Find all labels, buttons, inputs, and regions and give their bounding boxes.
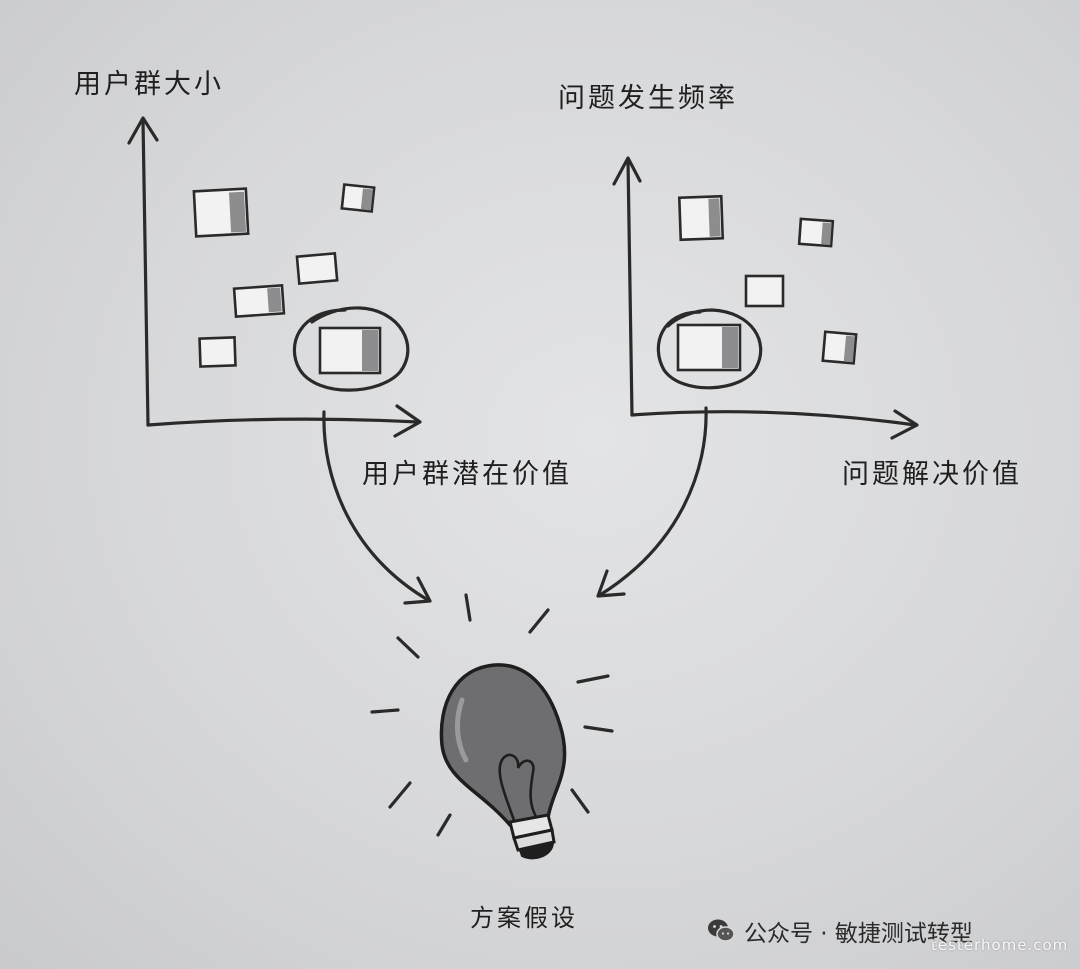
result-label: 方案假设 — [470, 904, 578, 932]
left-data-square — [198, 336, 237, 368]
left-data-square — [295, 251, 339, 286]
watermark-site: testerhome.com — [931, 936, 1069, 954]
left-y-axis-arrowhead — [127, 116, 159, 145]
right-x-axis-arrowhead — [890, 409, 919, 440]
left-chart — [127, 116, 422, 438]
left-data-square — [192, 187, 250, 238]
lightbulb-icon — [370, 593, 614, 860]
left-x-axis-label: 用户群潜在价值 — [362, 459, 572, 490]
right-y-axis — [626, 158, 634, 417]
lightbulb-glow-rays — [370, 593, 614, 837]
right-data-square — [821, 330, 858, 365]
right-to-bulb-arrowhead — [596, 569, 626, 598]
lightbulb-base — [508, 813, 556, 860]
left-y-axis — [141, 118, 150, 427]
lightbulb-filament — [498, 753, 540, 825]
left-highlight-circle — [292, 306, 410, 392]
right-data-square — [797, 217, 835, 248]
right-x-axis-label: 问题解决价值 — [842, 459, 1022, 490]
left-x-axis — [146, 417, 420, 427]
watermark: 公众号 · 敏捷测试转型 testerhome.com — [706, 910, 1069, 960]
right-chart — [612, 156, 919, 440]
right-highlight-circle — [656, 308, 763, 390]
left-y-axis-label: 用户群大小 — [74, 69, 224, 100]
left-to-bulb-arrow — [322, 410, 430, 602]
right-data-square — [677, 194, 725, 242]
left-to-bulb-arrowhead — [403, 576, 432, 605]
left-data-square — [232, 283, 286, 319]
lightbulb-highlight — [455, 697, 469, 763]
left-data-square — [340, 183, 376, 213]
wechat-icon — [708, 919, 735, 942]
right-x-axis — [630, 410, 917, 427]
right-y-axis-label: 问题发生频率 — [558, 83, 738, 114]
right-y-axis-arrowhead — [612, 156, 642, 186]
right-data-square — [744, 274, 785, 308]
right-to-bulb-arrow — [598, 406, 708, 597]
right-highlighted-square — [676, 323, 742, 372]
left-x-axis-arrowhead — [393, 404, 422, 438]
left-highlighted-square — [318, 326, 382, 375]
watermark-text: 公众号 · 敏捷测试转型 — [744, 921, 973, 947]
